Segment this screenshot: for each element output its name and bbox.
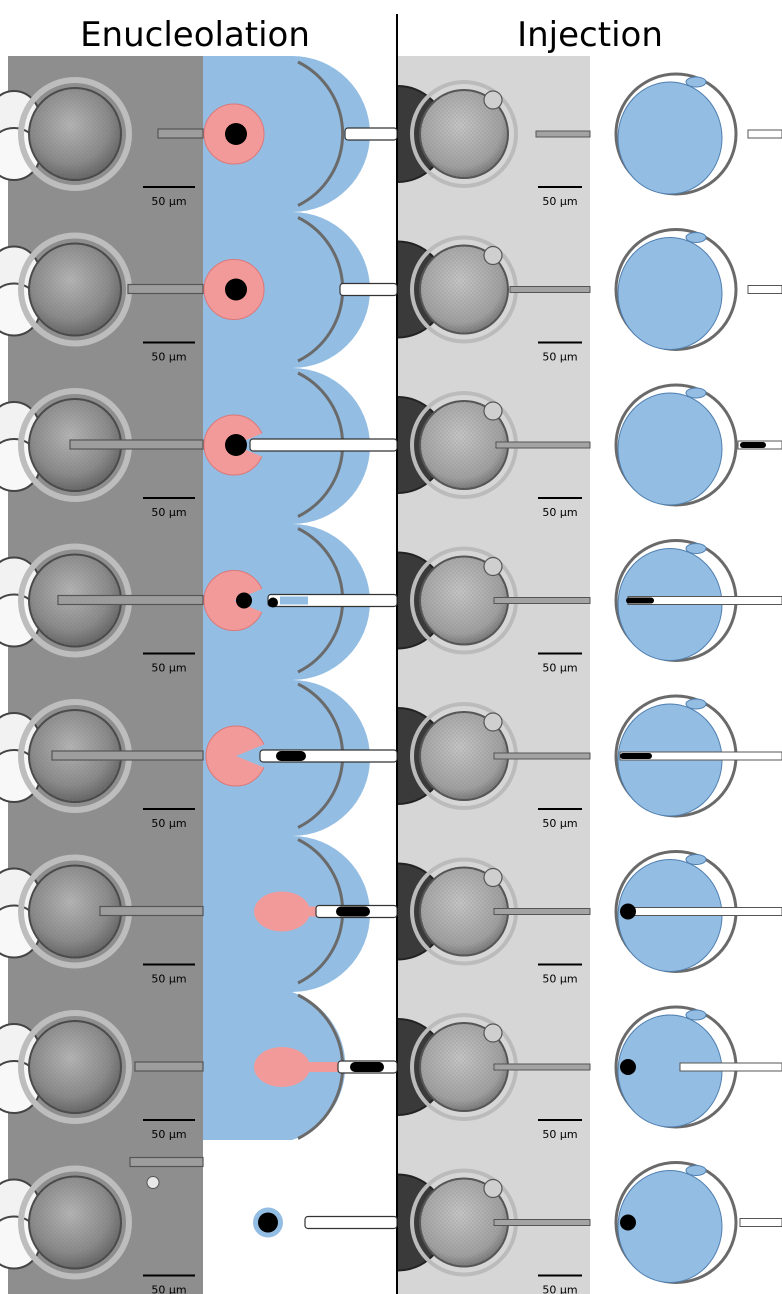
injection-pipette: [496, 442, 590, 448]
nucleolus: [225, 434, 247, 456]
stage-row-1: 50 µm 50 µm: [0, 56, 782, 212]
schematic-injection-3: [616, 385, 782, 505]
stage-row-8: 50 µm 50 µm: [0, 1145, 782, 1294]
polar-body: [686, 544, 706, 554]
cytoplasm: [618, 238, 722, 350]
header-enucleolation: Enucleolation: [80, 15, 310, 55]
stage-row-7: 50 µm 50 µm: [0, 989, 782, 1145]
nucleolus: [620, 904, 636, 920]
injection-pipette: [135, 1062, 203, 1071]
cytoplasm: [618, 82, 722, 194]
nucleolus: [620, 1059, 636, 1075]
polar-body: [484, 1024, 502, 1042]
scale-bar-label: 50 µm: [151, 1284, 186, 1294]
polar-body: [484, 91, 502, 109]
injection-pipette: [494, 753, 590, 759]
polar-body: [686, 699, 706, 709]
injection-pipette: [70, 440, 203, 449]
nucleolus: [350, 1062, 384, 1072]
scale-bar-label: 50 µm: [151, 973, 186, 986]
polar-body: [686, 233, 706, 243]
polar-body: [484, 713, 502, 731]
scale-bar-label: 50 µm: [151, 817, 186, 830]
polar-body: [686, 855, 706, 865]
stage-row-4: 50 µm 50 µm: [0, 523, 782, 679]
scale-bar-label: 50 µm: [151, 195, 186, 208]
nucleus: [254, 1047, 310, 1087]
scale-bar-label: 50 µm: [542, 662, 577, 675]
schematic-pipette: [340, 284, 397, 296]
injection-pipette: [494, 909, 590, 915]
nucleolus: [225, 279, 247, 301]
scale-bar-label: 50 µm: [151, 351, 186, 364]
schematic-injection-4: [616, 541, 782, 661]
injection-pipette: [748, 286, 782, 294]
schematic-injection-5: [616, 696, 782, 816]
polar-body: [686, 1010, 706, 1020]
schematic-injection-6: [616, 852, 782, 972]
polar-body: [484, 558, 502, 576]
nucleus: [254, 892, 310, 932]
scale-bar-label: 50 µm: [542, 973, 577, 986]
polar-body: [484, 247, 502, 265]
scale-bar-label: 50 µm: [542, 1128, 577, 1141]
polar-body: [686, 388, 706, 398]
injection-pipette: [52, 751, 203, 760]
injection-pipette: [740, 1219, 782, 1227]
stage-row-6: 50 µm 50 µm: [0, 834, 782, 990]
injection-pipette: [510, 287, 590, 293]
injection-pipette: [494, 598, 590, 604]
injection-pipette: [536, 131, 590, 137]
scale-bar-label: 50 µm: [542, 1284, 577, 1294]
injection-pipette: [58, 596, 203, 605]
polar-body: [484, 1180, 502, 1198]
extracted-nucleolus: [147, 1177, 159, 1189]
stage-row-3: 50 µm 50 µm: [0, 367, 782, 523]
header-injection: Injection: [517, 15, 663, 55]
schematic-injection-1: [616, 74, 782, 194]
stage-row-2: 50 µm 50 µm: [0, 212, 782, 368]
injection-pipette: [158, 129, 203, 138]
polar-body: [686, 77, 706, 87]
schematic-injection-8: [616, 1163, 782, 1283]
scale-bar-label: 50 µm: [151, 506, 186, 519]
nucleolus: [236, 593, 252, 609]
nucleolus: [276, 751, 306, 761]
schematic-pipette: [250, 439, 397, 451]
injection-pipette: [748, 130, 782, 138]
scale-bar-label: 50 µm: [151, 1128, 186, 1141]
cytoplasm: [618, 393, 722, 505]
scale-bar-label: 50 µm: [542, 195, 577, 208]
injection-pipette: [494, 1064, 590, 1070]
polar-body: [484, 869, 502, 887]
schematic-injection-2: [616, 230, 782, 350]
nucleolus: [626, 598, 654, 604]
schematic-enucleolation-8: [253, 1208, 397, 1238]
injection-pipette: [622, 908, 782, 916]
injection-pipette: [100, 907, 203, 916]
polar-body: [686, 1166, 706, 1176]
nucleolus: [336, 907, 370, 917]
injection-pipette: [680, 1063, 782, 1071]
nucleolus: [620, 1215, 636, 1231]
injection-pipette: [130, 1158, 203, 1167]
injection-pipette: [494, 1220, 590, 1226]
schematic-pipette: [345, 128, 397, 140]
stage-row-5: 50 µm 50 µm: [0, 678, 782, 834]
schematic-pipette: [305, 1217, 397, 1229]
injection-pipette: [128, 285, 203, 294]
scale-bar-label: 50 µm: [542, 817, 577, 830]
scale-bar-label: 50 µm: [542, 351, 577, 364]
nucleolus: [258, 1213, 278, 1233]
nucleolus: [620, 753, 652, 759]
schematic-injection-7: [616, 1007, 782, 1127]
nucleolus: [740, 442, 766, 448]
scale-bar-label: 50 µm: [151, 662, 186, 675]
polar-body: [484, 402, 502, 420]
nucleolus: [225, 123, 247, 145]
scale-bar-label: 50 µm: [542, 506, 577, 519]
